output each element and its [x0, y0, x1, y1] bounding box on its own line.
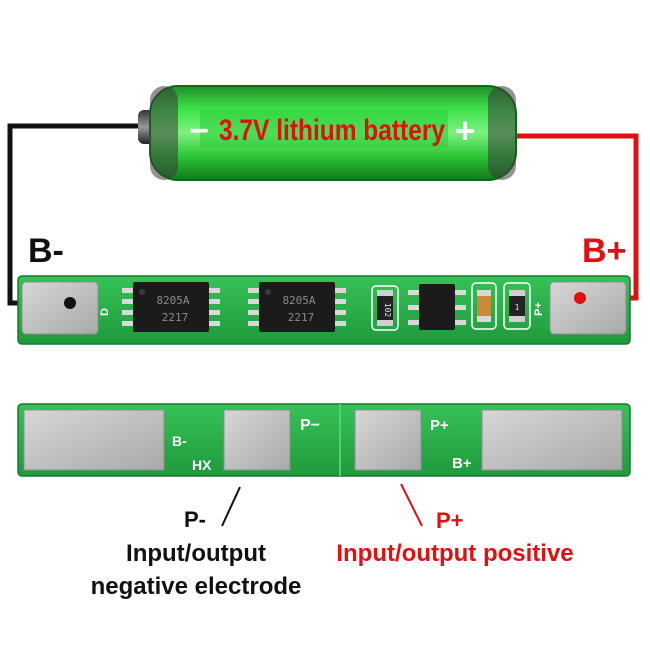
protection-ic	[408, 284, 466, 330]
p-plus-annotation: P+ Input/output positive	[336, 483, 574, 567]
pcb-bottom-view: B- HX P− P+ B+	[17, 403, 631, 477]
battery-label: 3.7V lithium battery	[219, 114, 445, 147]
bottom-pad-4	[481, 409, 623, 471]
silk-b-minus-bottom: B-	[172, 433, 187, 449]
chip1-marking: 8205A	[156, 294, 189, 307]
mosfet-chip-2: 8205A 2217	[248, 282, 346, 332]
p-minus-desc-line2: negative electrode	[91, 573, 302, 600]
silk-p-plus-bottom: P+	[430, 417, 449, 434]
silk-p-minus-bottom: P−	[300, 417, 320, 434]
red-wire	[505, 133, 639, 301]
resistor-1-code: 102	[383, 303, 392, 318]
mosfet-chip-1: 8205A 2217	[122, 282, 220, 332]
resistor-1: 102	[371, 285, 399, 331]
bottom-pad-1	[23, 409, 165, 471]
resistor-2: 1	[503, 282, 531, 330]
silk-b-plus-bottom: B+	[452, 455, 472, 472]
p-minus-pad	[223, 409, 291, 471]
b-minus-pad	[21, 281, 99, 335]
resistor-2-code: 1	[515, 303, 520, 312]
p-minus-title: P-	[184, 507, 206, 532]
capacitor	[471, 282, 497, 330]
battery-plus-sign: +	[454, 110, 475, 151]
chip2-date: 2217	[288, 311, 315, 324]
silk-d: D	[99, 308, 111, 316]
silk-hx: HX	[192, 457, 212, 473]
p-plus-title: P+	[436, 508, 464, 533]
b-plus-label: B+	[582, 232, 626, 270]
battery-minus-sign: −	[189, 112, 209, 150]
b-minus-label: B-	[28, 232, 64, 270]
b-plus-pad	[549, 281, 627, 335]
p-minus-desc-line1: Input/output	[126, 540, 266, 567]
p-plus-desc-line1: Input/output positive	[336, 540, 573, 567]
p-minus-annotation: P- Input/output negative electrode	[91, 486, 302, 600]
silk-p-plus-top: P+	[533, 302, 545, 316]
chip2-marking: 8205A	[282, 294, 315, 307]
chip1-date: 2217	[162, 311, 189, 324]
pcb-top-view: D P+ 8205A 2217 8205A	[17, 275, 631, 345]
p-plus-pad	[354, 409, 422, 471]
battery: − 3.7V lithium battery +	[138, 85, 517, 181]
